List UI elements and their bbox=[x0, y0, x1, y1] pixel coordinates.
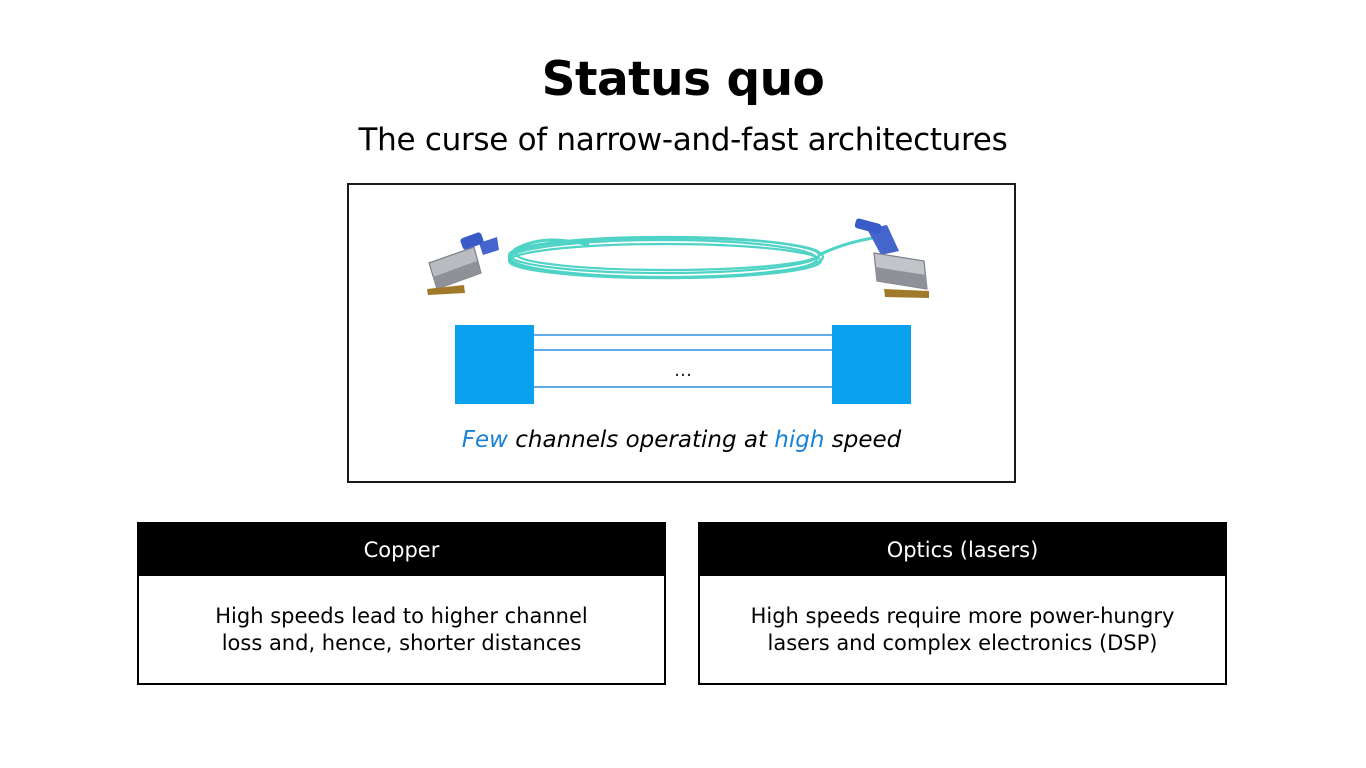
optics-card-header: Optics (lasers) bbox=[700, 524, 1225, 576]
copper-card-line: High speeds lead to higher channel bbox=[215, 603, 588, 630]
cable-image bbox=[419, 215, 944, 300]
slide-title: Status quo bbox=[0, 52, 1366, 107]
optics-card-body: High speeds require more power-hungry la… bbox=[700, 576, 1225, 683]
transmitter-block bbox=[455, 325, 534, 404]
caption-high: high bbox=[774, 427, 824, 453]
diagram-caption: Few channels operating at high speed bbox=[349, 427, 1014, 453]
caption-few: Few bbox=[462, 427, 508, 453]
left-connector bbox=[427, 232, 499, 295]
slide-subtitle: The curse of narrow-and-fast architectur… bbox=[0, 122, 1366, 158]
right-connector bbox=[854, 218, 929, 298]
copper-card: Copper High speeds lead to higher channe… bbox=[137, 522, 666, 685]
copper-card-line: loss and, hence, shorter distances bbox=[222, 630, 582, 657]
channel-ellipsis: … bbox=[674, 360, 692, 381]
caption-end: speed bbox=[824, 427, 901, 453]
cable-coil bbox=[509, 237, 823, 278]
channel-diagram: … bbox=[455, 323, 911, 405]
diagram-box: … Few channels operating at high speed bbox=[347, 183, 1016, 483]
optics-card: Optics (lasers) High speeds require more… bbox=[698, 522, 1227, 685]
copper-card-header: Copper bbox=[139, 524, 664, 576]
optics-card-line: lasers and complex electronics (DSP) bbox=[768, 630, 1158, 657]
copper-card-body: High speeds lead to higher channel loss … bbox=[139, 576, 664, 683]
optics-card-line: High speeds require more power-hungry bbox=[751, 603, 1175, 630]
receiver-block bbox=[832, 325, 911, 404]
caption-mid: channels operating at bbox=[508, 427, 774, 453]
